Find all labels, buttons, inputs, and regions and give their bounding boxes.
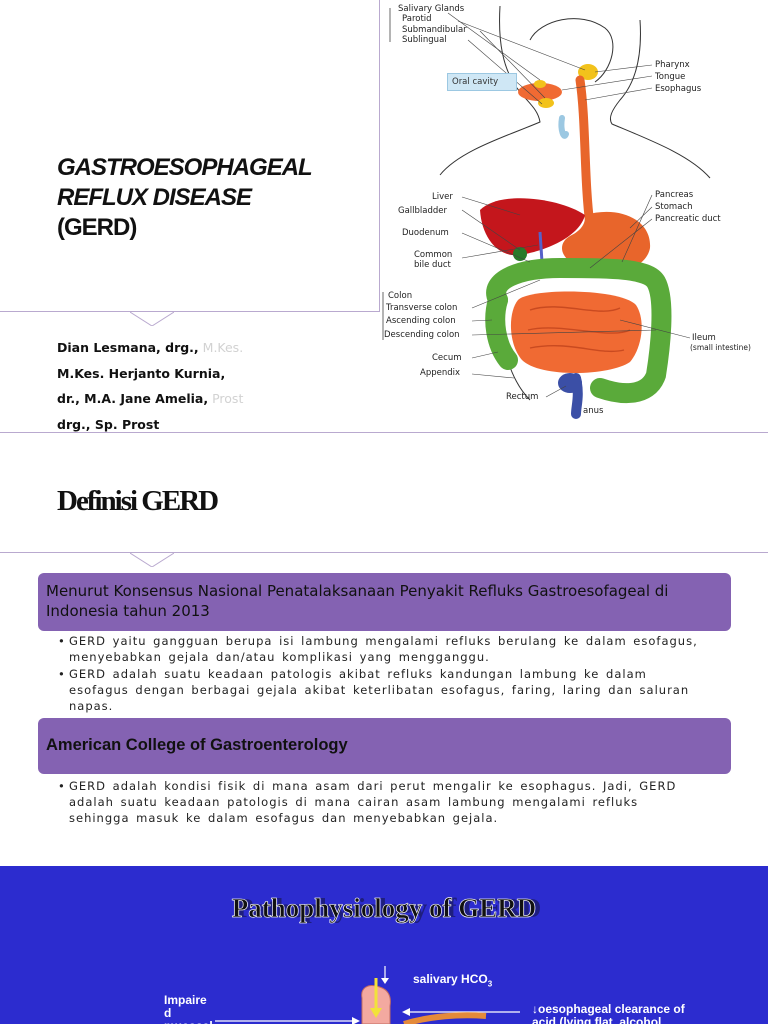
label-ileum: Ileum: [692, 333, 716, 343]
label-submandibular: Submandibular: [402, 25, 467, 35]
bullet-item: GERD adalah suatu keadaan patologis akib…: [58, 666, 698, 714]
label-small-intestine: (small intestine): [690, 343, 751, 352]
label-appendix: Appendix: [420, 368, 461, 378]
title-line-3: (GERD): [57, 214, 137, 241]
label-pancreas: Pancreas: [655, 190, 694, 200]
acg-band: American College of Gastroenterology: [38, 718, 731, 774]
digestive-system-diagram: Salivary Glands Parotid Submandibular Su…: [380, 0, 768, 432]
title-line-2: REFLUX DISEASE: [57, 184, 252, 211]
digestive-illustration: [382, 5, 711, 419]
definition-title-panel: Definisi GERD: [0, 432, 768, 553]
title-panel: [0, 0, 380, 312]
label-stomach: Stomach: [655, 202, 693, 212]
label-tongue: Tongue: [655, 72, 686, 82]
impaired-label-3: mucosal: [164, 1020, 213, 1024]
authors: Dian Lesmana, drg., M.Kes. M.Kes. Herjan…: [57, 335, 243, 437]
panel-notch: [130, 311, 174, 326]
author-line: drg., Sp. Prost: [57, 416, 160, 432]
label-colon: Colon: [388, 291, 413, 301]
panel-notch: [130, 552, 174, 567]
acg-bullets: GERD adalah kondisi fisik di mana asam d…: [58, 778, 698, 827]
consensus-bullets: GERD yaitu gangguan berupa isi lambung m…: [58, 633, 698, 715]
bullet-item: GERD yaitu gangguan berupa isi lambung m…: [58, 633, 698, 665]
slide-title: GASTROESOPHAGEAL REFLUX DISEASE (GERD) D…: [0, 0, 768, 432]
label-anus: anus: [583, 406, 604, 416]
pathophysiology-title: Pathophysiology of GERD: [231, 893, 537, 924]
author-line: M.Kes. Herjanto Kurnia,: [57, 365, 226, 381]
label-oral-cavity: Oral cavity: [447, 73, 517, 91]
author-line: Dian Lesmana, drg., M.Kes.: [57, 340, 244, 355]
label-gallbladder: Gallbladder: [398, 206, 447, 216]
label-parotid: Parotid: [402, 14, 432, 24]
label-bile-duct: bile duct: [414, 260, 451, 270]
label-common: Common: [414, 250, 453, 260]
definition-title: Definisi GERD: [57, 485, 219, 517]
bullet-item: GERD adalah kondisi fisik di mana asam d…: [58, 778, 698, 826]
pathophysiology-illustration: [215, 966, 520, 1024]
label-sublingual: Sublingual: [402, 35, 447, 45]
clearance-label-1: ↓oesophageal clearance of: [532, 1002, 685, 1016]
label-duodenum: Duodenum: [402, 228, 449, 238]
consensus-heading: Menurut Konsensus Nasional Penatalaksana…: [46, 582, 669, 620]
salivary-label: salivary HCO3: [413, 972, 493, 989]
slide-definition: Definisi GERD Menurut Konsensus Nasional…: [0, 432, 768, 852]
consensus-band: Menurut Konsensus Nasional Penatalaksana…: [38, 573, 731, 631]
label-liver: Liver: [432, 192, 453, 202]
slide-title-heading: GASTROESOPHAGEAL REFLUX DISEASE (GERD): [57, 153, 357, 243]
label-ascending-colon: Ascending colon: [386, 316, 456, 326]
slide-pathophysiology: Pathophysiology of GERD salivary HCO3 Im…: [0, 866, 768, 1024]
label-pharynx: Pharynx: [655, 60, 690, 70]
clearance-label-2: acid (lying flat, alcohol: [532, 1015, 662, 1024]
label-cecum: Cecum: [432, 353, 462, 363]
acg-heading: American College of Gastroenterology: [46, 736, 348, 754]
title-line-1: GASTROESOPHAGEAL: [57, 154, 313, 181]
label-descending-colon: Descending colon: [384, 330, 460, 340]
impaired-label-2: d: [164, 1006, 172, 1020]
label-pancreatic-duct: Pancreatic duct: [655, 214, 721, 224]
label-transverse-colon: Transverse colon: [386, 303, 458, 313]
label-esophagus: Esophagus: [655, 84, 702, 94]
label-rectum: Rectum: [506, 392, 539, 402]
label-salivary-glands: Salivary Glands: [398, 4, 465, 14]
impaired-label-1: Impaire: [164, 993, 207, 1007]
author-line: dr., M.A. Jane Amelia, Prost: [57, 391, 244, 406]
